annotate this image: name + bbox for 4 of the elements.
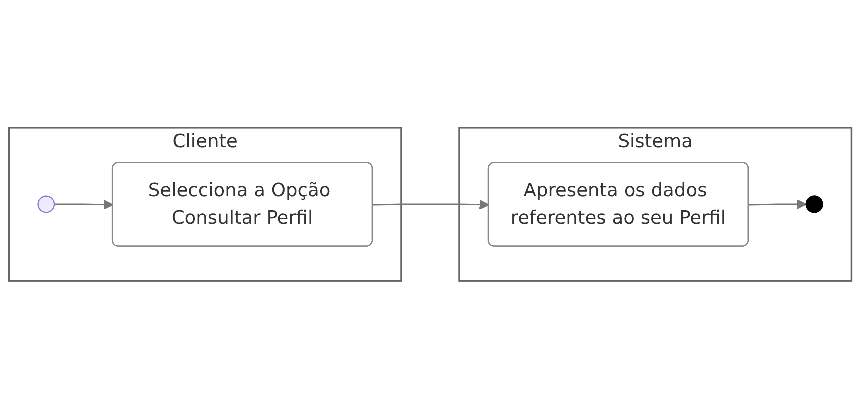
- arrow: [373, 200, 490, 210]
- node-circle: [38, 196, 56, 214]
- arrow: [749, 199, 807, 210]
- arrow: [54, 200, 114, 210]
